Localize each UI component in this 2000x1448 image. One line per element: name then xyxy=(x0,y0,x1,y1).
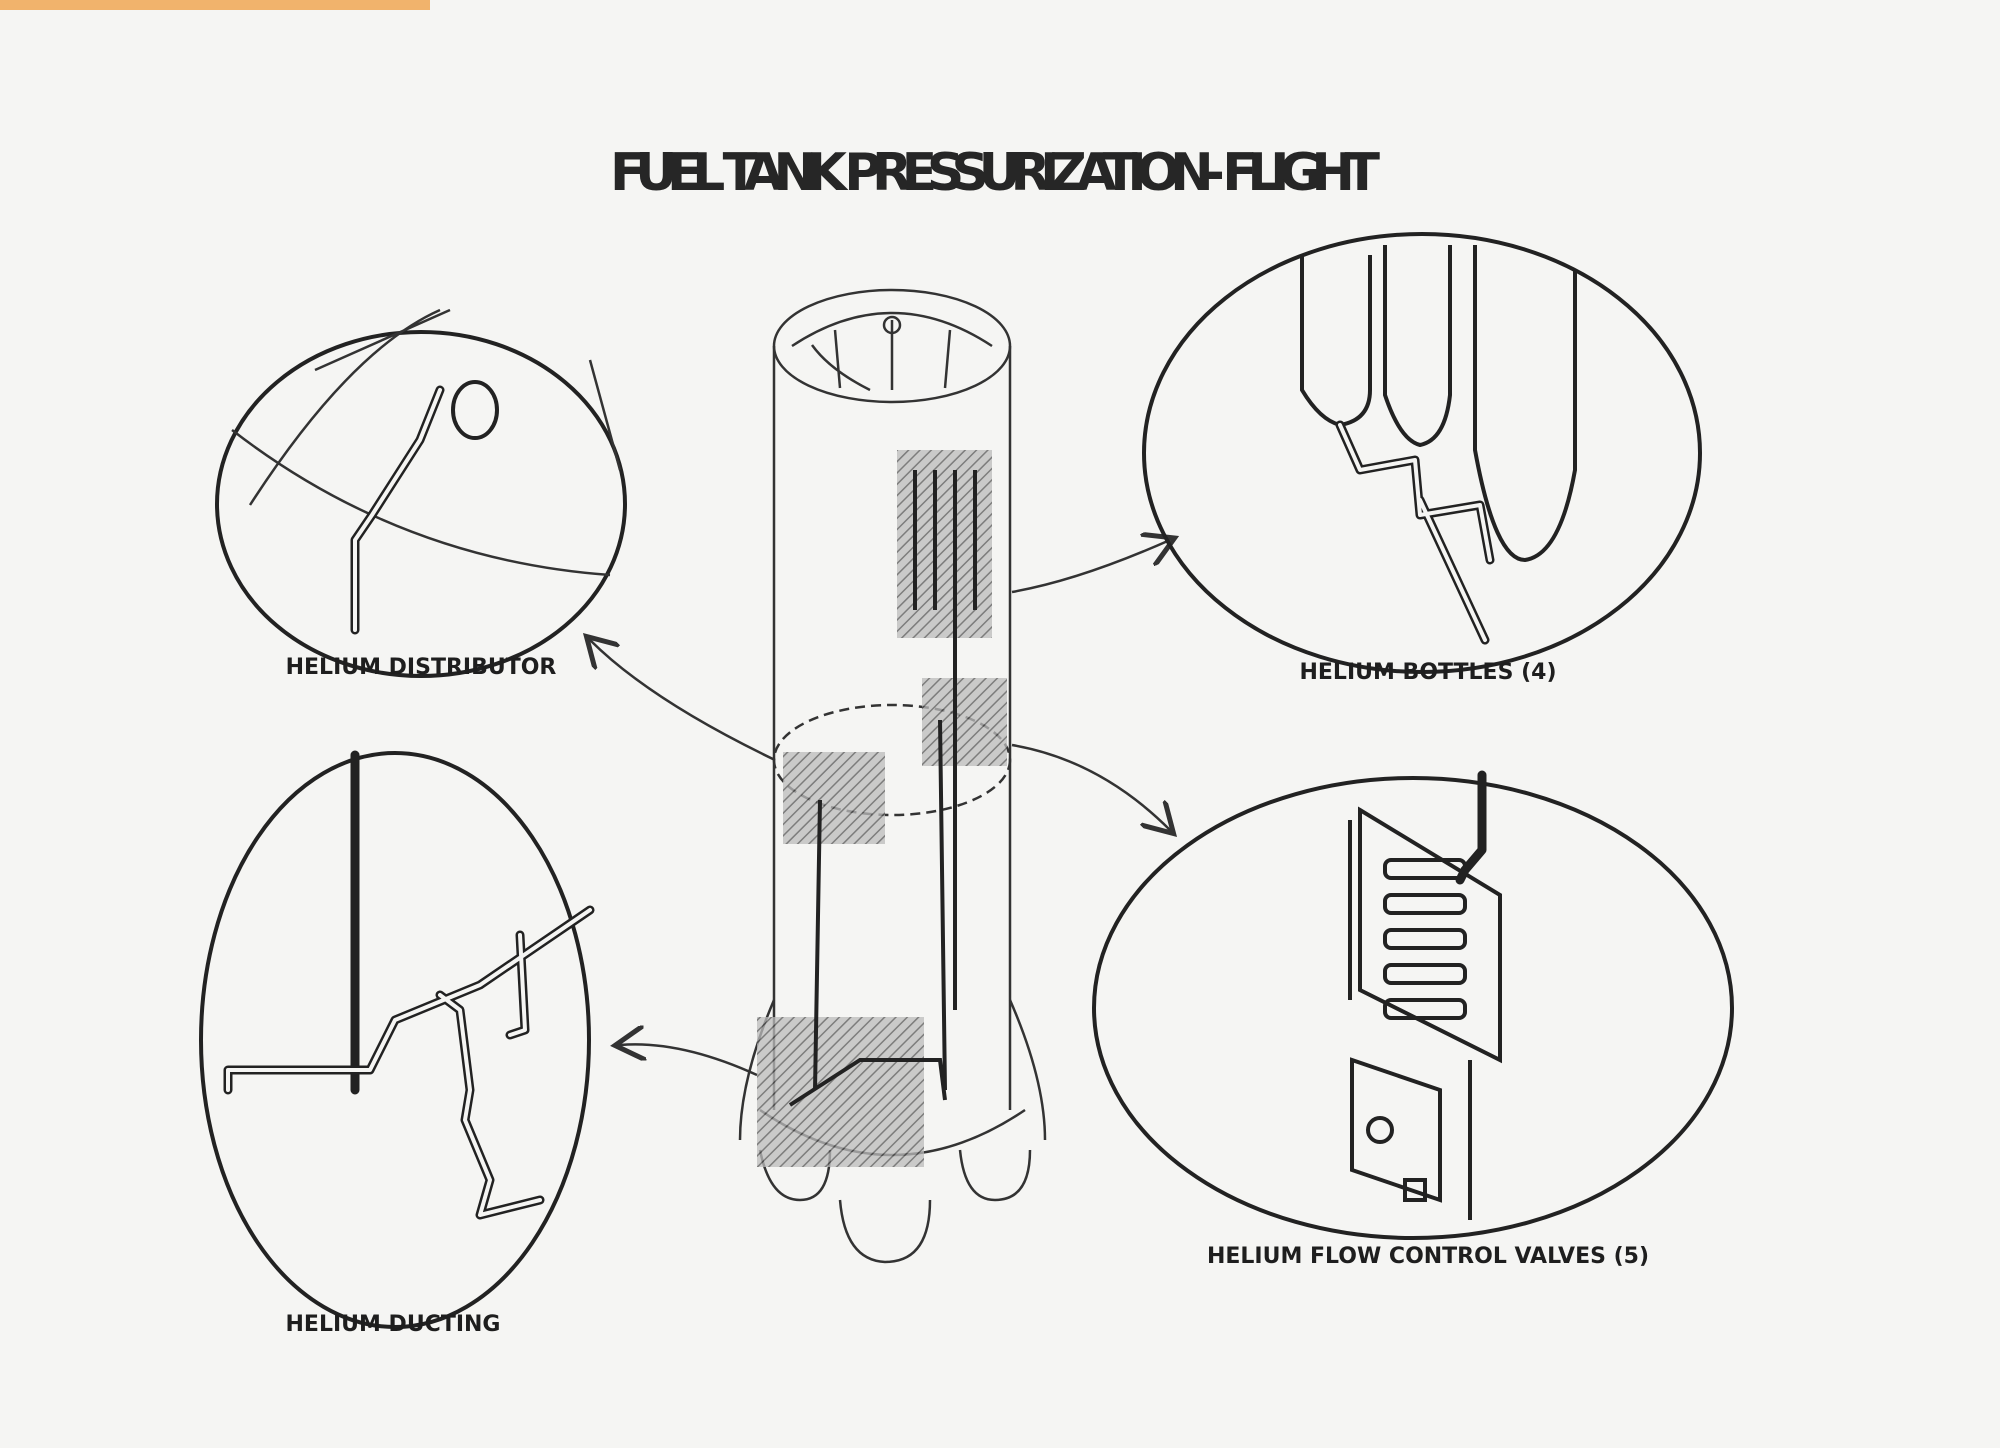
label-helium-distributor: HELIUM DISTRIBUTOR xyxy=(286,655,557,680)
callout-helium-distributor: HELIUM DISTRIBUTOR xyxy=(215,308,627,680)
tape-mark xyxy=(0,0,430,10)
callout-arrows xyxy=(590,540,1170,1077)
diagram-title: FUEL TANK PRESSURIZATION- FLIGHT xyxy=(610,143,1381,203)
callout-helium-flow-control-valves: HELIUM FLOW CONTROL VALVES (5) xyxy=(1092,770,1734,1269)
label-helium-bottles: HELIUM BOTTLES (4) xyxy=(1299,660,1556,685)
rocket-cutaway xyxy=(738,288,1047,1264)
label-helium-ducting: HELIUM DUCTING xyxy=(286,1312,501,1337)
callout-helium-bottles: HELIUM BOTTLES (4) xyxy=(1142,232,1702,685)
callout-helium-ducting: HELIUM DUCTING xyxy=(199,750,595,1337)
label-helium-flow-control-valves: HELIUM FLOW CONTROL VALVES (5) xyxy=(1207,1244,1649,1269)
